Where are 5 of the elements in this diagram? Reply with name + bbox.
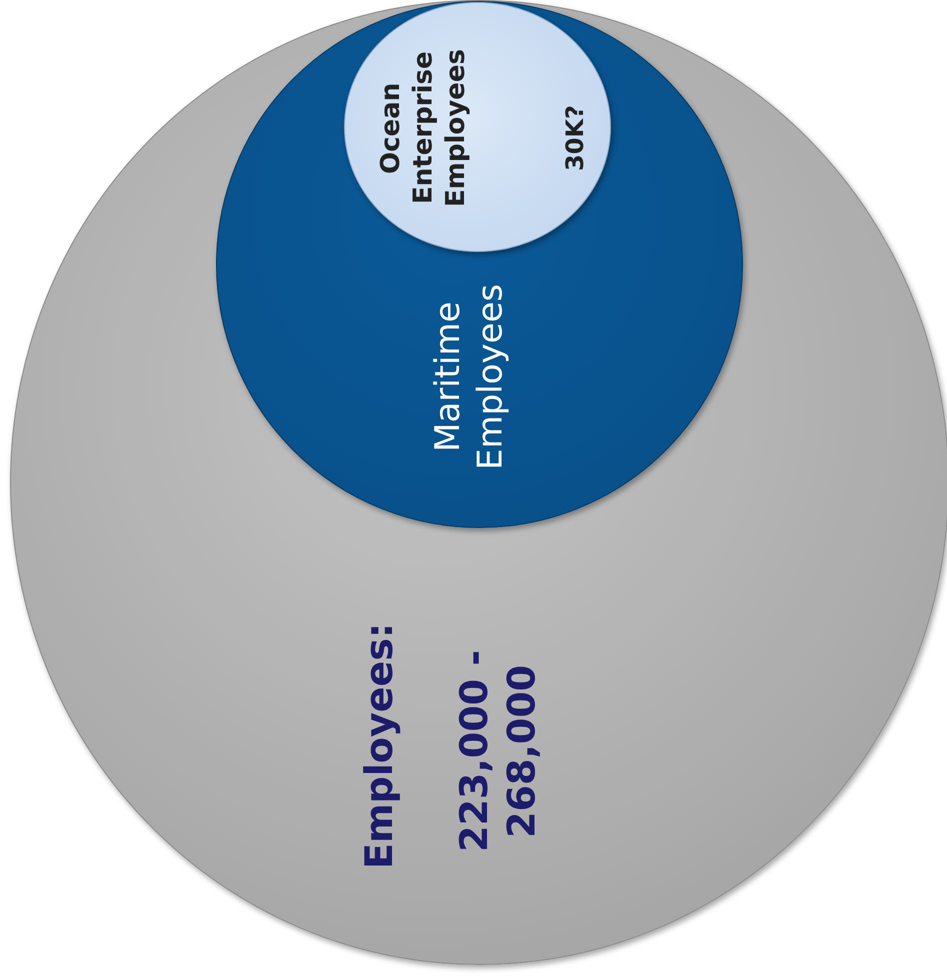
circle-label: 30K? [560, 104, 590, 173]
circle-label: Ocean Enterprise Employees [375, 48, 472, 209]
circle-label: Maritime Employees [427, 282, 512, 472]
circle-label: 223,000 - 268,000 [451, 648, 544, 854]
circle-label: Employees: [356, 622, 402, 872]
